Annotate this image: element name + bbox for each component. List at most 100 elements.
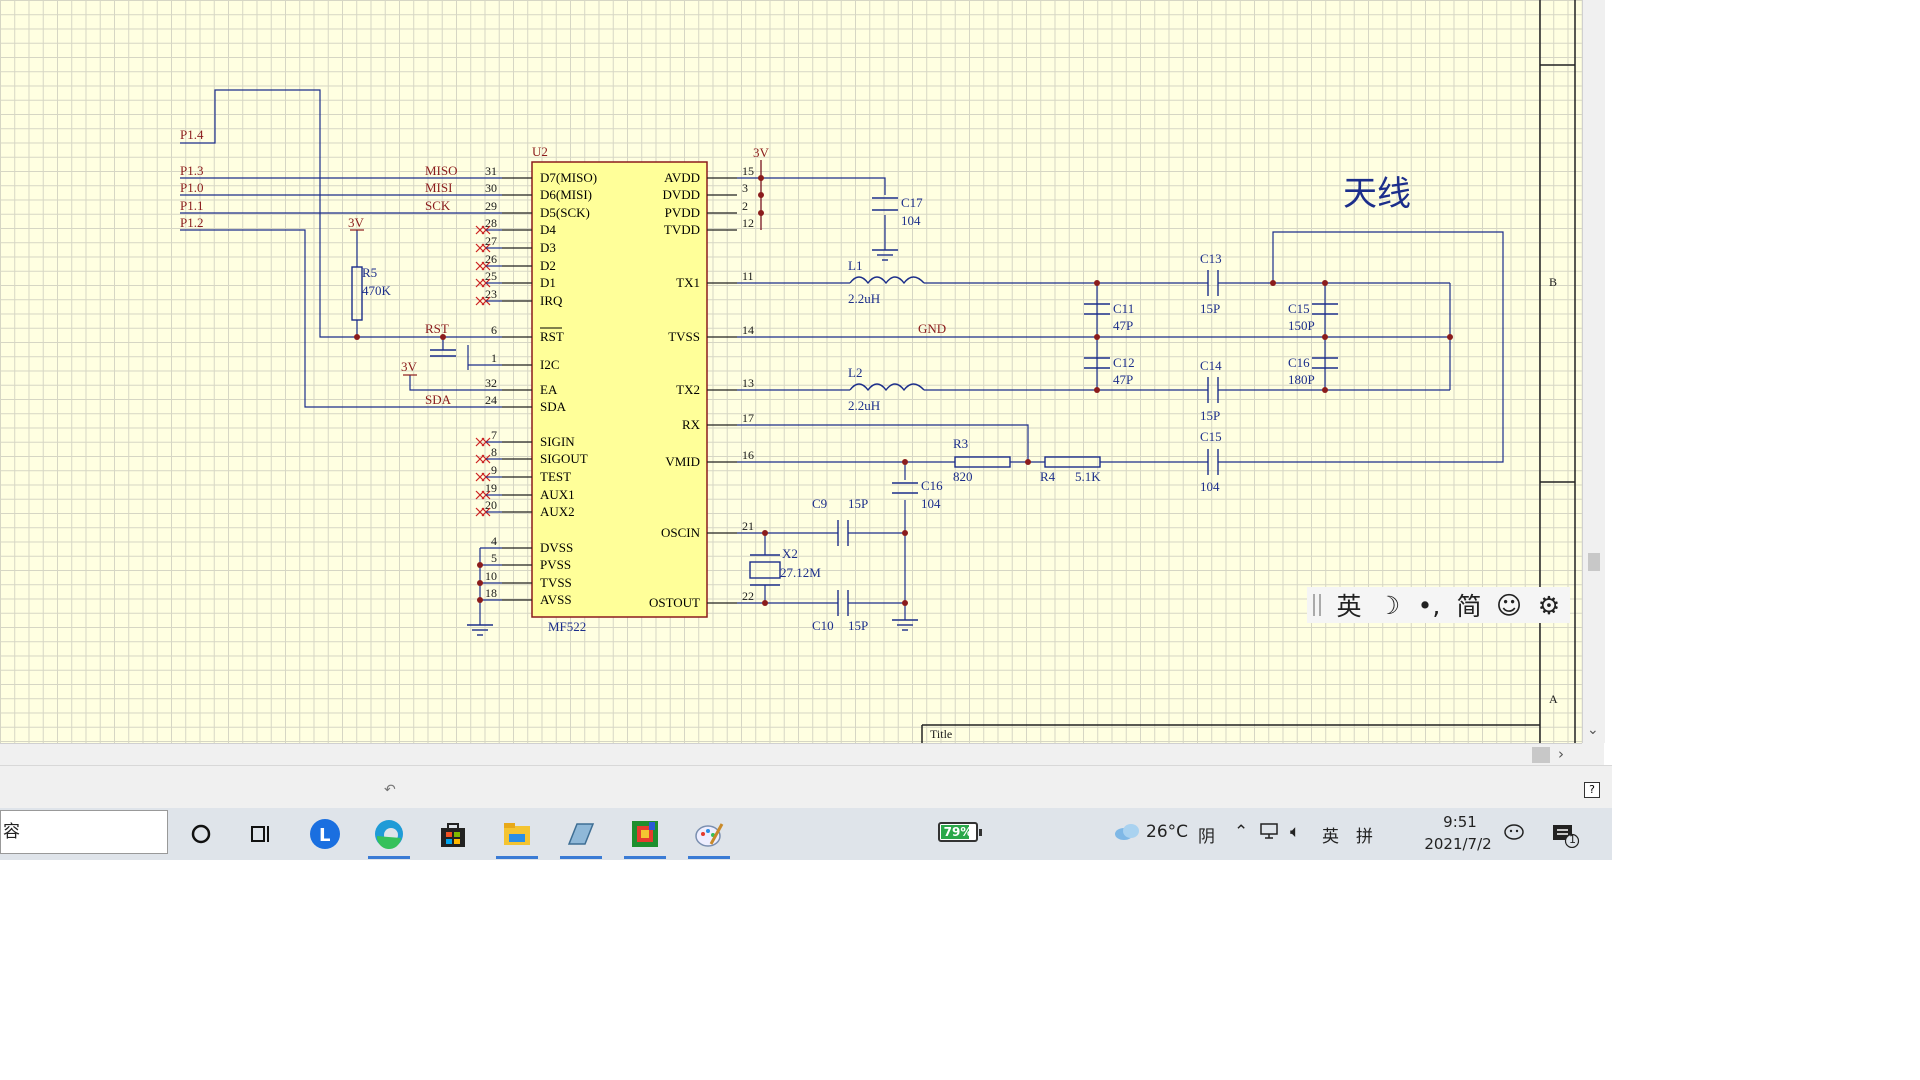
weather-temp[interactable]: 26°C <box>1146 822 1189 842</box>
pin-number: 4 <box>491 534 497 548</box>
lark-app-icon[interactable]: L <box>296 808 354 860</box>
pin-number: 15 <box>742 164 754 178</box>
battery-icon[interactable]: 79% <box>938 822 982 842</box>
l2-ref: L2 <box>848 365 862 380</box>
pin-number: 5 <box>491 551 497 565</box>
pin-number: 26 <box>485 252 497 266</box>
net-p1-1: P1.1 <box>180 198 203 213</box>
ime-gear-icon[interactable]: ⚙ <box>1537 590 1561 620</box>
ime-mode-indicator[interactable]: 拼 <box>1356 827 1373 847</box>
ime-moon-icon[interactable]: ☽ <box>1377 590 1401 620</box>
pin-number: 12 <box>742 216 754 230</box>
notification-icon[interactable] <box>1552 822 1580 853</box>
ime-punct-toggle[interactable]: •, <box>1417 590 1441 620</box>
drafting-app-icon[interactable] <box>552 808 610 860</box>
c17-val: 104 <box>901 213 921 228</box>
horizontal-scroll-thumb[interactable] <box>1532 747 1550 763</box>
file-explorer-icon[interactable] <box>488 808 546 860</box>
net-miso: MISO <box>425 163 458 178</box>
c12-val: 47P <box>1113 372 1133 387</box>
r3-ref: R3 <box>953 436 968 451</box>
clock-time[interactable]: 9:51 <box>1443 813 1477 831</box>
ime-toolbar[interactable]: 英 ☽ •, 简 ☺ ⚙ <box>1307 587 1570 623</box>
weather-desc[interactable]: 阴 <box>1198 827 1215 847</box>
taskbar-search-box[interactable]: 容 <box>0 810 168 854</box>
ime-emoji-icon[interactable]: ☺ <box>1495 590 1523 620</box>
clock-date[interactable]: 2021/7/2 <box>1424 835 1492 853</box>
volume-icon[interactable]: 🔈︎ <box>1290 822 1301 842</box>
vertical-scroll-thumb[interactable] <box>1588 553 1600 571</box>
edge-browser-icon[interactable] <box>360 808 418 860</box>
pin-name: SDA <box>540 399 567 414</box>
horizontal-scrollbar[interactable]: › <box>0 743 1582 766</box>
scroll-right-icon[interactable]: › <box>1558 745 1564 763</box>
no-connect-mark <box>475 490 502 500</box>
vertical-scrollbar[interactable]: ⌄ <box>1582 0 1605 743</box>
task-view-icon[interactable] <box>232 808 290 860</box>
c15a-ref: C15 <box>1288 301 1310 316</box>
ime-language-indicator[interactable]: 英 <box>1322 827 1339 847</box>
ime-grip-handle[interactable] <box>1313 594 1321 616</box>
chip-ref: U2 <box>532 144 548 159</box>
paint-app-icon[interactable] <box>680 808 738 860</box>
pin-name: AUX2 <box>540 504 575 519</box>
c17-ref: C17 <box>901 195 923 210</box>
weather-cloud-icon[interactable] <box>1112 820 1142 847</box>
ime-script-toggle[interactable]: 简 <box>1456 592 1482 621</box>
pin-name: RX <box>682 417 701 432</box>
c12-ref: C12 <box>1113 355 1135 370</box>
battery-fill <box>941 825 970 839</box>
help-icon[interactable]: ? <box>1584 782 1600 798</box>
tray-expand-icon[interactable]: ⌃ <box>1234 822 1249 842</box>
protel-app-icon[interactable] <box>616 808 674 860</box>
net-3v-r5: 3V <box>348 215 365 230</box>
pin-name: D3 <box>540 240 556 255</box>
store-icon[interactable] <box>424 808 482 860</box>
ime-lang-toggle[interactable]: 英 <box>1336 592 1362 621</box>
net-p1-2: P1.2 <box>180 215 203 230</box>
r4-val: 5.1K <box>1075 469 1101 484</box>
chip-body[interactable] <box>531 161 708 618</box>
pin-name: I2C <box>540 357 560 372</box>
network-icon[interactable] <box>1260 822 1280 845</box>
wechat-tray-icon[interactable] <box>1504 822 1526 847</box>
scroll-down-icon[interactable]: ⌄ <box>1587 722 1599 738</box>
no-connect-mark <box>475 261 502 271</box>
c16a-val: 180P <box>1288 372 1315 387</box>
cortana-icon[interactable] <box>172 808 230 860</box>
pin-number: 14 <box>742 323 754 337</box>
